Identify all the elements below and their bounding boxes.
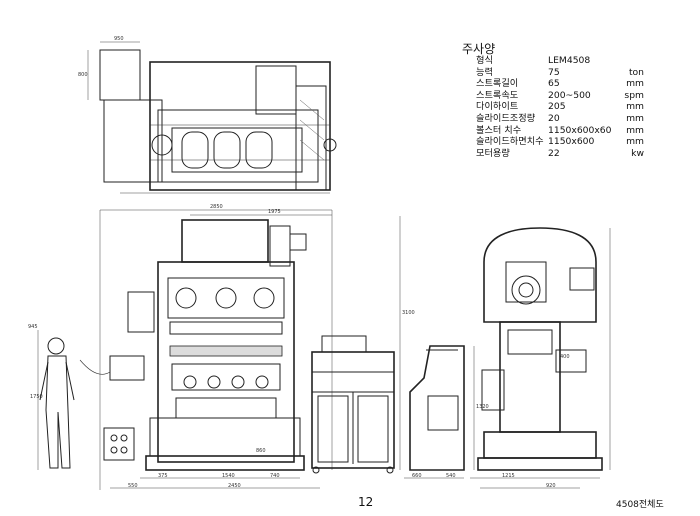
- dim-label: 3100: [402, 310, 415, 316]
- spec-label: 슬라이드하면치수: [476, 136, 544, 148]
- spec-value: 205: [548, 101, 566, 113]
- dim-label: 550: [128, 483, 138, 489]
- dim-label: 1320: [476, 404, 489, 410]
- plan-view: [87, 41, 337, 194]
- spec-label: 스트록속도: [476, 89, 519, 101]
- spec-title: 주사양: [462, 42, 496, 56]
- dim-label: 740: [270, 473, 280, 479]
- dim-label: 660: [412, 473, 422, 479]
- spec-row: 볼스터 치수 1150x600x60 mm: [476, 125, 644, 137]
- spec-value: 65: [548, 78, 560, 90]
- spec-unit: mm: [626, 78, 644, 90]
- spec-row: 슬라이드조정량 20 mm: [476, 113, 644, 125]
- dim-label: 540: [446, 473, 456, 479]
- page-number: 12: [358, 495, 374, 509]
- spec-row: 슬라이드하면치수 1150x600 mm: [476, 136, 644, 148]
- spec-value: LEM4508: [548, 55, 591, 66]
- spec-value: 20: [548, 112, 560, 124]
- spec-unit: kw: [631, 147, 644, 159]
- dim-label: 950: [114, 36, 124, 42]
- spec-label: 능력: [476, 66, 493, 78]
- spec-label: 형식: [476, 55, 493, 66]
- spec-unit: [620, 55, 644, 67]
- spec-label: 모터용량: [476, 147, 510, 159]
- dim-label: 2450: [228, 483, 241, 489]
- control-cabinet: [311, 335, 395, 474]
- spec-label: 볼스터 치수: [476, 124, 522, 136]
- spec-unit: ton: [628, 66, 644, 78]
- dim-label: 1540: [222, 473, 235, 479]
- dim-label: 1975: [268, 209, 281, 215]
- spec-row: 스트록속도 200~500 spm: [476, 90, 644, 102]
- spec-unit: mm: [626, 124, 644, 136]
- dim-label: 920: [546, 483, 556, 489]
- spec-row: 스트록길이 65 mm: [476, 78, 644, 90]
- dim-label: 400: [560, 354, 570, 360]
- spec-unit: mm: [626, 136, 644, 148]
- spec-label: 슬라이드조정량: [476, 112, 536, 124]
- spec-label: 다이하이트: [476, 101, 519, 113]
- spec-label: 스트록길이: [476, 78, 519, 90]
- spec-row: 모터용량 22 kw: [476, 148, 644, 160]
- dim-label: 945: [28, 324, 38, 330]
- operator-figure: [39, 337, 75, 469]
- spec-row: 능력 75 ton: [476, 67, 644, 79]
- dim-label: 1215: [502, 473, 515, 479]
- dim-label: 800: [78, 72, 88, 78]
- spec-row: 다이하이트 205 mm: [476, 101, 644, 113]
- side-view: [470, 227, 611, 489]
- dim-label: 860: [256, 448, 266, 454]
- spec-value: 75: [548, 66, 560, 78]
- dim-label: 375: [158, 473, 168, 479]
- spec-row: 형식 LEM4508: [476, 55, 644, 67]
- spec-unit: mm: [626, 112, 644, 124]
- spec-unit: mm: [626, 101, 644, 113]
- spec-value: 1150x600: [548, 136, 595, 148]
- dim-label: 2850: [210, 204, 223, 210]
- spec-value: 1150x600x60: [548, 124, 612, 136]
- spec-unit: spm: [624, 89, 644, 101]
- spec-value: 22: [548, 147, 560, 159]
- spec-value: 200~500: [548, 89, 591, 101]
- stand-console: [404, 345, 475, 479]
- front-view: [37, 209, 401, 490]
- dim-label: 1750: [30, 394, 43, 400]
- spec-table: 형식 LEM4508 능력 75 ton 스트록길이 65 mm 스트록속도 200~500…: [476, 55, 644, 159]
- drawing-caption: 4508전체도: [616, 500, 664, 510]
